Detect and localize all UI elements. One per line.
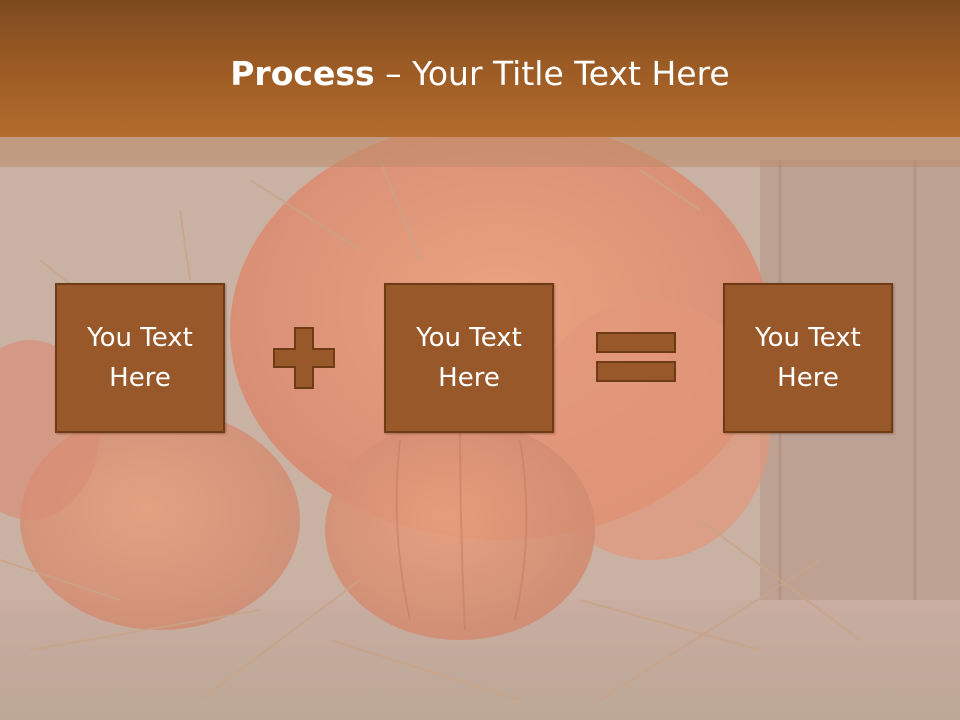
process-box-3-text: You Text Here (753, 318, 863, 398)
title-divider-strip (0, 137, 960, 167)
process-box-3[interactable]: You Text Here (723, 283, 893, 433)
process-box-1[interactable]: You Text Here (55, 283, 225, 433)
process-box-3-line2: Here (777, 363, 839, 393)
title-bold-part: Process (230, 54, 375, 93)
process-box-1-text: You Text Here (85, 318, 195, 398)
process-box-1-line1: You Text (87, 323, 193, 353)
process-box-2-line2: Here (438, 363, 500, 393)
equals-icon (596, 332, 676, 382)
title-bar (0, 0, 960, 137)
process-box-2-line1: You Text (416, 323, 522, 353)
slide-title: Process – Your Title Text Here (0, 52, 960, 96)
process-box-1-line2: Here (109, 363, 171, 393)
process-box-3-line1: You Text (755, 323, 861, 353)
process-box-2[interactable]: You Text Here (384, 283, 554, 433)
title-rest-part: – Your Title Text Here (374, 54, 730, 93)
plus-icon (273, 327, 335, 389)
process-box-2-text: You Text Here (414, 318, 524, 398)
